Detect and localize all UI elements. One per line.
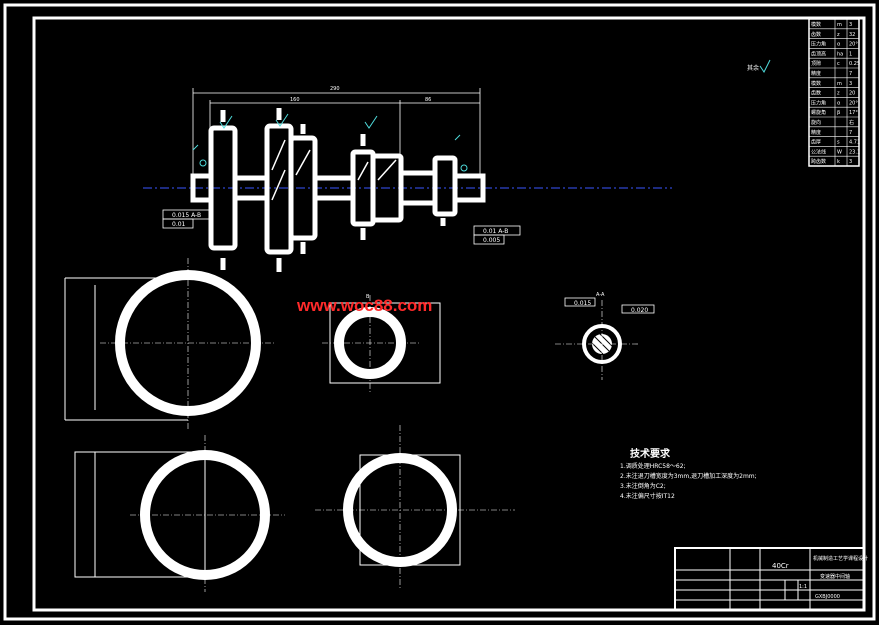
param-table-cell: 右 <box>849 119 854 126</box>
param-table-cell: W <box>837 149 842 155</box>
section-tol1: 0.015 <box>574 300 591 307</box>
param-table-cell: 4.71 <box>849 140 860 146</box>
param-table-cell: 23.1 <box>849 149 860 155</box>
note-1: 1.调质处理HRC58～62; <box>620 462 686 470</box>
param-table-cell: 齿厚 <box>811 140 821 146</box>
param-table-cell: 模数 <box>811 80 821 87</box>
param-table-cell: m <box>837 22 842 28</box>
param-table-cell: 旋向 <box>811 119 821 126</box>
param-table-cell: z <box>837 91 840 97</box>
param-table-cell: β <box>837 110 840 116</box>
param-table-cell: 精度 <box>811 70 821 77</box>
tol-right-b: 0.005 <box>483 237 500 244</box>
roughness-symbol <box>759 59 771 73</box>
dim-sub: 160 <box>290 97 300 103</box>
section-aa <box>555 297 655 380</box>
param-table-cell: 32 <box>849 32 855 38</box>
tol-bot: 0.01 <box>172 221 186 228</box>
param-table-cell: 模数 <box>811 21 821 28</box>
param-table-cell: 17° <box>849 110 858 116</box>
param-table-cell: 跨齿数 <box>811 158 826 165</box>
gear-blank-3 <box>74 435 285 592</box>
param-table-cell: 公法线 <box>811 148 826 155</box>
title-block <box>674 547 865 611</box>
param-table-cell: 精度 <box>811 129 821 136</box>
datum-markers <box>192 113 468 172</box>
param-table-cell: 螺旋角 <box>811 109 826 116</box>
param-table-cell: 齿数 <box>811 31 821 38</box>
gear-tooth-tips <box>220 108 446 272</box>
param-table-cell: α <box>837 100 841 106</box>
param-table-cell: 压力角 <box>811 41 826 48</box>
tol-top: 0.015 A-B <box>172 212 201 219</box>
param-table-cell: 20° <box>849 42 858 48</box>
drawing-no: GXBJ0000 <box>815 594 840 600</box>
param-table-cell: 20° <box>849 100 858 106</box>
inner-frame <box>32 16 866 612</box>
shaft-body <box>190 123 486 255</box>
param-table-cell: ha <box>837 51 843 57</box>
param-table-cell: z <box>837 32 840 38</box>
note-4: 4.未注偏尺寸按IT12 <box>620 492 675 500</box>
param-table-cell: s <box>837 140 840 146</box>
note-2: 2.未注退刀槽宽度为3mm,退刀槽加工深度为2mm; <box>620 472 757 480</box>
scale: 1:1 <box>799 584 807 590</box>
label-b: B <box>366 294 370 300</box>
param-table-cell: 1 <box>849 51 852 57</box>
dim-right: 86 <box>425 97 431 103</box>
param-table-cell: c <box>837 61 840 67</box>
tolerance-frame-left <box>162 209 521 245</box>
material: 40Cr <box>772 562 789 570</box>
title-block-school: 机械制造工艺学课程设计 <box>813 555 868 562</box>
param-table-cell: 3 <box>849 159 852 165</box>
param-table-cell: 压力角 <box>811 99 826 106</box>
param-table-cell: 0.25 <box>849 61 860 67</box>
param-table-cell: 3 <box>849 22 852 28</box>
section-label: A-A <box>596 292 605 298</box>
other-label: 其余 <box>747 64 759 72</box>
gear-blank-4 <box>315 425 515 590</box>
notes-title: 技术要求 <box>630 447 671 460</box>
param-table-cell: 齿数 <box>811 90 821 97</box>
part-name: 变速器中间轴 <box>820 573 850 580</box>
gear-teeth-hatch <box>271 139 397 201</box>
gear-parameter-table: 模数 m 3 齿数 z 32 压力角 α 20° 齿顶高 ha 1 顶隙 c 0.25 精度 7 模数 m 3 齿数 z 2… <box>808 18 860 167</box>
param-table-cell: 7 <box>849 130 852 136</box>
param-table-cell: 齿顶高 <box>811 50 826 57</box>
gear-blank-2 <box>322 295 441 392</box>
param-table-cell: 顶隙 <box>811 60 821 67</box>
gear-blank-1 <box>64 258 275 430</box>
param-table-cell: m <box>837 81 842 87</box>
watermark: www.woc88.com <box>296 296 432 315</box>
tol-right-a: 0.01 A-B <box>483 228 508 235</box>
note-3: 3.未注倒角为C2; <box>620 482 666 490</box>
param-table-cell: k <box>837 159 840 165</box>
param-table-cell: 7 <box>849 71 852 77</box>
param-table-cell: 20 <box>849 91 855 97</box>
outer-frame <box>3 3 876 621</box>
section-tol2: 0.020 <box>631 307 648 314</box>
dim-overall: 290 <box>330 86 340 92</box>
param-table-cell: 3 <box>849 81 852 87</box>
param-table-cell: α <box>837 42 841 48</box>
